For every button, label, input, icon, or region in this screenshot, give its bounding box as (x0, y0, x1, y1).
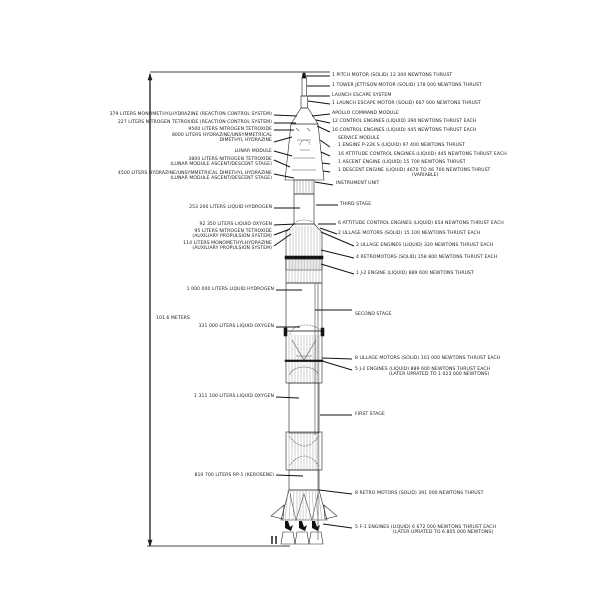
label-j2-engines-5-sub: (LATER UPRATED TO 1 023 000 NEWTONS) (389, 372, 490, 378)
label-n2o4-rcs: 227 LITERS NITROGEN TETROXIDE (REACTION … (117, 120, 272, 125)
label-n2o4-95-sub: (AUXILIARY PROPULSION SYSTEM) (192, 234, 272, 240)
label-control-engines-16: 16 CONTROL ENGINES (LIQUID) 445 NEWTONS … (332, 128, 477, 133)
label-launch-escape-motor: 1 LAUNCH ESCAPE MOTOR (SOLID) 667 000 NE… (332, 101, 481, 106)
label-j2-engines-5-main: 5 J-2 ENGINES (LIQUID) 889 600 NEWTONS T… (355, 367, 491, 372)
label-descent-engine: 1 DESCENT ENGINE (LIQUID) 4670 TO 46 700… (338, 168, 490, 178)
label-n2o4-3800: 3800 LITERS NITROGEN TETROXIDE (LUNAR MO… (170, 157, 272, 167)
label-tower-jettison-motor: 1 TOWER JETTISON MOTOR (SOLID) 178 000 N… (332, 83, 482, 88)
label-first-stage: FIRST STAGE (355, 412, 385, 417)
label-f1-engines-5: 5 F-1 ENGINES (LIQUID) 6 672 000 NEWTONS… (355, 525, 496, 535)
label-lh2-253200: 253 200 LITERS LIQUID HYDROGEN (189, 205, 272, 210)
label-j2-engine-1: 1 J-2 ENGINE (LIQUID) 889 600 NEWTONS TH… (356, 271, 474, 276)
label-n2o4-95-main: 95 LITERS NITROGEN TETROXIDE (194, 229, 272, 234)
label-j2-engines-5: 5 J-2 ENGINES (LIQUID) 889 600 NEWTONS T… (355, 367, 490, 377)
label-udmh-8000: 8000 LITERS HYDRAZINE/UNSYMMETRICAL DIME… (172, 133, 272, 143)
label-f1-engines-5-sub: (LATER UPRATED TO 6 805 000 NEWTONS) (393, 530, 494, 536)
label-attitude-control-engines-6: 6 ATTITUDE CONTROL ENGINES (LIQUID) 654 … (338, 221, 504, 226)
label-mmh-114-sub: (AUXILIARY PROPULSION SYSTEM) (192, 246, 272, 252)
label-third-stage: THIRD STAGE (340, 202, 372, 207)
label-launch-escape-system: LAUNCH ESCAPE SYSTEM (332, 93, 392, 98)
label-udmh-4500: 4500 LITERS HYDRAZINE/UNSYMMETRICAL DIME… (118, 171, 272, 181)
label-lh2-1000000: 1 000 000 LITERS LIQUID HYDROGEN (186, 287, 274, 292)
label-lox-1311100: 1 311 100 LITERS LIQUID OXYGEN (194, 394, 274, 399)
label-apollo-command-module: APOLLO COMMAND MODULE (332, 111, 399, 116)
label-pitch-motor: 1 PITCH MOTOR (SOLID) 13 300 NEWTONS THR… (332, 73, 453, 78)
label-rp1-810700: 810 700 LITERS RP-1 (KEROSENE) (194, 473, 274, 478)
label-udmh-4500-main: 4500 LITERS HYDRAZINE/UNSYMMETRICAL DIME… (117, 171, 272, 176)
label-control-engines-12: 12 CONTROL ENGINES (LIQUID) 390 NEWTONS … (332, 119, 477, 124)
label-second-stage: SECOND STAGE (355, 312, 392, 317)
label-udmh-8000-sub: DIMETHYL HYDRAZINE (219, 138, 272, 144)
label-n2o4-95: 95 LITERS NITROGEN TETROXIDE (AUXILIARY … (192, 229, 272, 239)
label-ullage-motors-8: 8 ULLAGE MOTORS (SOLID) 101 000 NEWTONS … (355, 356, 501, 361)
label-mmh-rcs: 379 LITERS MONOMETHYLHYDRAZINE (REACTION… (109, 112, 272, 117)
label-udmh-8000-main: 8000 LITERS HYDRAZINE/UNSYMMETRICAL (171, 133, 272, 138)
label-instrument-unit: INSTRUMENT UNIT (336, 181, 380, 186)
label-service-module: SERVICE MODULE (338, 136, 380, 141)
label-udmh-4500-sub: (LUNAR MODULE ASCENT/DESCENT STAGE) (170, 176, 272, 182)
label-n2o4-9500: 9500 LITERS NITROGEN TETROXIDE (188, 127, 272, 132)
label-ullage-engines-2: 2 ULLAGE ENGINES (LIQUID) 320 NEWTONS TH… (356, 243, 494, 248)
label-descent-engine-sub: (VARIABLE) (412, 173, 439, 179)
label-mmh-114-main: 114 LITERS MONOMETHYLHYDRAZINE (183, 241, 272, 246)
label-lox-92350: 92 350 LITERS LIQUID OXYGEN (199, 222, 272, 227)
label-descent-engine-main: 1 DESCENT ENGINE (LIQUID) 4670 TO 46 700… (338, 168, 491, 173)
label-n2o4-3800-main: 3800 LITERS NITROGEN TETROXIDE (188, 157, 272, 162)
label-retromotors-4: 4 RETROMOTORS (SOLID) 158 800 NEWTONS TH… (356, 255, 498, 260)
label-ascent-engine: 1 ASCENT ENGINE (LIQUID) 15 700 NEWTONS … (338, 160, 466, 165)
label-n2o4-3800-sub: (LUNAR MODULE ASCENT/DESCENT STAGE) (170, 162, 272, 168)
label-attitude-control-engines-16: 16 ATTITUDE CONTROL ENGINES (LIQUID) 445… (338, 152, 507, 157)
label-f1-engines-5-main: 5 F-1 ENGINES (LIQUID) 6 672 000 NEWTONS… (355, 525, 497, 530)
height-dimension-label: 101.6 METERS (156, 316, 190, 321)
label-mmh-114: 114 LITERS MONOMETHYLHYDRAZINE (AUXILIAR… (183, 241, 272, 251)
label-retro-motors-8: 8 RETRO MOTORS (SOLID) 391 000 NEWTONS T… (355, 491, 484, 496)
label-engine-p22ks: 1 ENGINE P-22K S (LIQUID) 97 400 NEWTONS… (338, 143, 465, 148)
label-lunar-module: LUNAR MODULE (234, 149, 272, 154)
label-lox-331000: 331 000 LITERS LIQUID OXYGEN (198, 324, 274, 329)
label-ullage-motors-2: 2 ULLAGE MOTORS (SOLID) 15 100 NEWTONS T… (338, 231, 481, 236)
